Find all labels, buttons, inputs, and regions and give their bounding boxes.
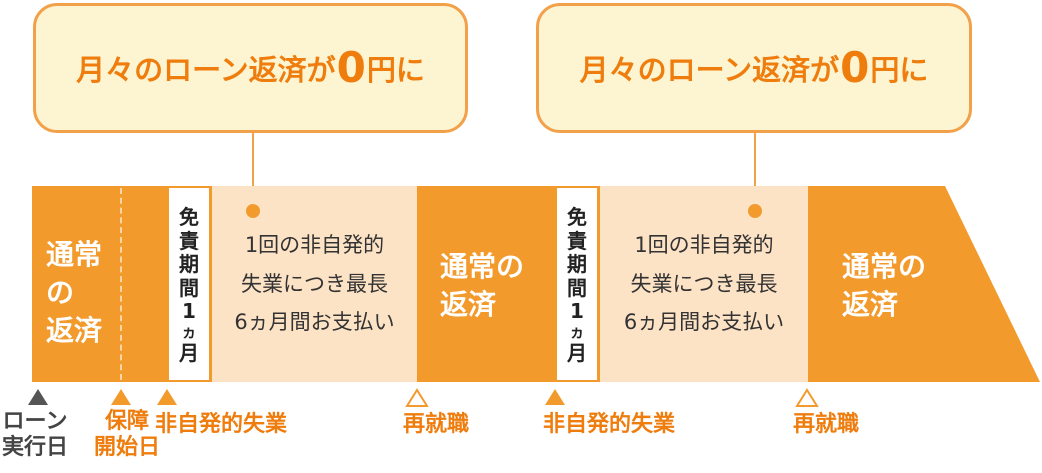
ordinary-1-line-2: の bbox=[46, 275, 75, 309]
ordinary-repayment-3: 通常の 返済 bbox=[842, 248, 926, 324]
reemployment-2-marker-icon bbox=[795, 388, 819, 407]
ordinary-3-line-2: 返済 bbox=[842, 287, 899, 321]
ordinary-3-line-1: 通常の bbox=[842, 250, 927, 283]
callout-1-connector bbox=[252, 133, 254, 211]
ordinary-1-line-3: 返済 bbox=[46, 313, 103, 347]
coverage-start-line-2: 開始日 bbox=[94, 435, 161, 461]
callout-2-connector bbox=[754, 133, 756, 211]
exemption-1-char: 期 bbox=[179, 252, 199, 277]
exemption-1-char: 間 bbox=[179, 275, 199, 300]
callout-2-text-after: 円に bbox=[870, 53, 929, 87]
payment-period-1: 1回の非自発的 失業につき最長 6ヵ月間お支払い bbox=[212, 186, 417, 382]
ordinary-1-line-1: 通常 bbox=[46, 238, 103, 271]
exemption-2-char: 免 bbox=[567, 205, 587, 229]
exemption-period-1: 免 責 期 間 1 ヵ 月 bbox=[167, 186, 211, 382]
exemption-2-char: 間 bbox=[567, 275, 587, 300]
exemption-2-char: 期 bbox=[567, 252, 587, 277]
unemployment-1-marker-icon bbox=[157, 389, 177, 405]
unemployment-2-marker-icon bbox=[545, 389, 565, 405]
callout-1-text-before: 月々のローン返済が bbox=[76, 53, 336, 87]
exemption-1-char: 責 bbox=[179, 228, 199, 253]
payment-2-line-1: 1回の非自発的 bbox=[634, 232, 774, 257]
exemption-1-char: 免 bbox=[179, 205, 199, 229]
callout-1-number: 0 bbox=[336, 43, 366, 92]
callout-1-text-after: 円に bbox=[366, 53, 425, 87]
ordinary-repayment-1: 通常 の 返済 bbox=[46, 236, 102, 349]
coverage-start-dashed-line bbox=[120, 188, 122, 380]
ordinary-2-line-1: 通常の bbox=[440, 250, 525, 283]
unemployment-2-label: 非自発的失業 bbox=[543, 412, 676, 437]
payment-1-line-1: 1回の非自発的 bbox=[244, 232, 385, 257]
exemption-1-char: 1 bbox=[182, 299, 196, 324]
exemption-1-char: ヵ bbox=[181, 322, 197, 341]
exemption-2-char: 責 bbox=[567, 228, 587, 253]
coverage-start-marker-icon bbox=[111, 389, 131, 405]
reemployment-1-label: 再就職 bbox=[403, 412, 470, 437]
payment-2-line-3: 6ヵ月間お支払い bbox=[623, 310, 785, 335]
exemption-2-char: ヵ bbox=[569, 322, 585, 341]
exemption-2-char: 1 bbox=[570, 299, 584, 324]
coverage-start-label: 保障 開始日 bbox=[94, 409, 160, 462]
payment-1-line-2: 失業につき最長 bbox=[241, 271, 388, 296]
callout-1-anchor-dot bbox=[246, 204, 260, 218]
reemployment-2-label: 再就職 bbox=[793, 412, 860, 437]
unemployment-1-label: 非自発的失業 bbox=[155, 412, 288, 437]
coverage-start-line-1: 保障 bbox=[105, 409, 150, 434]
ordinary-repayment-2: 通常の 返済 bbox=[440, 248, 524, 324]
loan-start-line-2: 実行日 bbox=[2, 435, 69, 461]
callout-2-text-before: 月々のローン返済が bbox=[579, 53, 840, 87]
exemption-2-char: 月 bbox=[567, 340, 587, 365]
callout-2-number: 0 bbox=[840, 43, 870, 92]
loan-start-label: ローン 実行日 bbox=[2, 409, 68, 462]
payment-2-line-2: 失業につき最長 bbox=[630, 271, 778, 296]
ordinary-2-line-2: 返済 bbox=[440, 287, 497, 321]
loan-start-line-1: ローン bbox=[2, 409, 68, 434]
exemption-1-char: 月 bbox=[179, 340, 199, 365]
exemption-period-2: 免 責 期 間 1 ヵ 月 bbox=[555, 186, 599, 382]
callout-2-anchor-dot bbox=[748, 204, 762, 218]
payment-1-line-3: 6ヵ月間お支払い bbox=[234, 310, 395, 335]
loan-start-marker-icon bbox=[28, 389, 48, 405]
reemployment-1-marker-icon bbox=[405, 388, 429, 407]
payment-period-2: 1回の非自発的 失業につき最長 6ヵ月間お支払い bbox=[600, 186, 808, 382]
